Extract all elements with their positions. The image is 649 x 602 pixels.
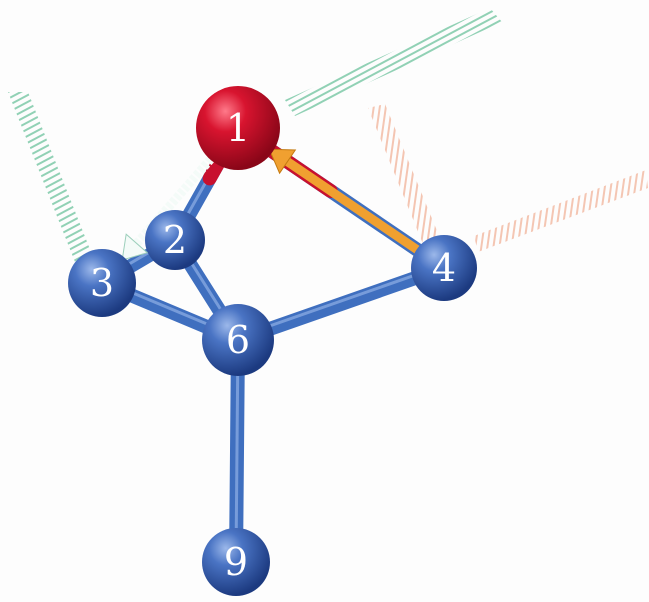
atom-1: 1 <box>196 86 280 170</box>
atom-6-label: 6 <box>226 318 250 362</box>
atom-2-sphere <box>145 210 205 270</box>
atom-9-label: 9 <box>224 540 248 584</box>
atom-3: 3 <box>68 249 136 317</box>
plane-green-left <box>8 92 95 262</box>
arrow-4-to-1-shaft <box>284 157 428 259</box>
atom-4: 4 <box>411 235 477 301</box>
atom-6: 6 <box>202 304 274 376</box>
atom-1-label: 1 <box>226 106 250 150</box>
arrow-4-to-1-head <box>268 148 297 175</box>
atom-4-sphere <box>411 235 477 301</box>
plane-green-top <box>285 8 502 116</box>
atom-3-label: 3 <box>90 261 114 305</box>
atom-9-sphere <box>202 528 270 596</box>
atom-3-sphere <box>68 249 136 317</box>
atom-4-label: 4 <box>432 246 456 290</box>
atom-2: 2 <box>145 210 205 270</box>
atom-2-label: 2 <box>163 218 187 262</box>
atom-1-sphere <box>196 86 280 170</box>
arrow-1-to-3-head <box>121 233 149 261</box>
bond-4-6 <box>231 261 451 347</box>
atom-9: 9 <box>202 528 270 596</box>
atom-6-sphere <box>202 304 274 376</box>
atom-layer: 2 3 6 4 9 1 <box>68 86 477 596</box>
plane-salmon-right <box>368 104 648 252</box>
bond-highlight-4-6 <box>237 263 445 339</box>
